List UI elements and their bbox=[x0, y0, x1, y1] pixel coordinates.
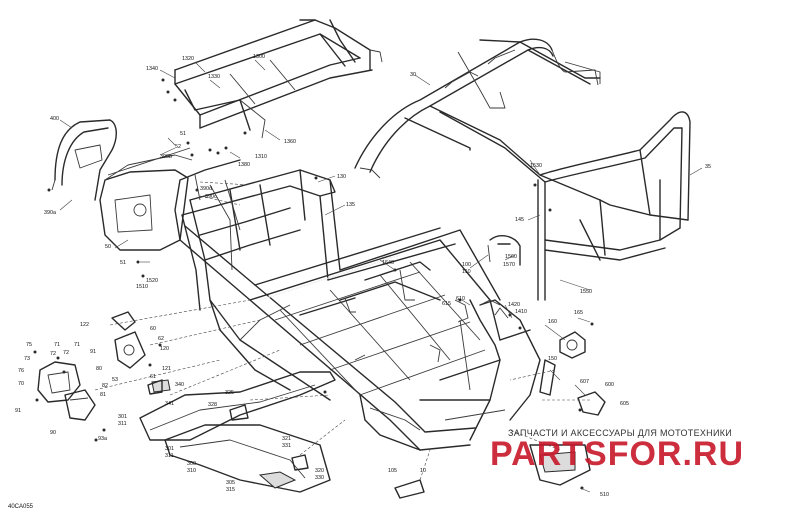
leader-lines bbox=[59, 59, 703, 493]
callout-331: 331 bbox=[282, 443, 291, 449]
callout-1570: 1570 bbox=[503, 262, 515, 268]
front-fascia-plate bbox=[99, 147, 193, 251]
callout-390a: 390a bbox=[44, 210, 56, 216]
callout-80: 80 bbox=[96, 366, 102, 372]
callout-52: 52 bbox=[175, 144, 181, 150]
callout-605: 605 bbox=[620, 401, 629, 407]
watermark-tagline: ЗАПЧАСТИ И АКСЕССУАРЫ ДЛЯ МОТОТЕХНИКИ bbox=[508, 428, 732, 438]
watermark: ЗАПЧАСТИ И АКСЕССУАРЫ ДЛЯ МОТОТЕХНИКИ PA… bbox=[490, 428, 744, 473]
watermark-brand: PARTSFOR.RU bbox=[490, 435, 744, 473]
callout-390c: 390c bbox=[205, 194, 217, 200]
callout-93a: 93a bbox=[98, 436, 107, 442]
callout-320: 320 bbox=[315, 468, 324, 474]
main-chassis bbox=[174, 159, 541, 451]
callout-122: 122 bbox=[80, 322, 89, 328]
callout-71: 71 bbox=[54, 342, 60, 348]
callout-310: 310 bbox=[187, 468, 196, 474]
callout-311-lower: 311 bbox=[165, 453, 174, 459]
callout-390b: 390b bbox=[160, 154, 172, 160]
callout-1300: 1300 bbox=[253, 54, 265, 60]
callout-510: 510 bbox=[600, 492, 609, 498]
callout-165: 165 bbox=[574, 310, 583, 316]
callout-76: 76 bbox=[18, 368, 24, 374]
callout-301: 301 bbox=[118, 414, 127, 420]
callout-90: 90 bbox=[50, 430, 56, 436]
callout-121: 121 bbox=[162, 366, 171, 372]
rear-rack-assembly bbox=[174, 19, 383, 139]
callout-160: 160 bbox=[548, 319, 557, 325]
callout-labels: 1340 1320 1330 1300 1360 1310 1380 30 40… bbox=[15, 54, 711, 498]
callout-1410: 1410 bbox=[515, 309, 527, 315]
callout-82: 82 bbox=[102, 383, 108, 389]
callout-1510: 1510 bbox=[136, 284, 148, 290]
callout-301-lower: 301 bbox=[165, 446, 174, 452]
roll-cage bbox=[354, 38, 691, 301]
callout-72: 72 bbox=[50, 351, 56, 357]
callout-311: 311 bbox=[118, 421, 127, 427]
callout-51-lower: 51 bbox=[120, 260, 126, 266]
callout-1310: 1310 bbox=[255, 154, 267, 160]
callout-130: 130 bbox=[337, 174, 346, 180]
callout-91-lower: 91 bbox=[15, 408, 21, 414]
callout-600: 600 bbox=[605, 382, 614, 388]
callout-1550: 1550 bbox=[580, 289, 592, 295]
callout-61: 61 bbox=[150, 374, 156, 380]
floor-accessory bbox=[394, 479, 425, 499]
callout-305: 305 bbox=[226, 480, 235, 486]
callout-10: 10 bbox=[420, 468, 426, 474]
callout-1520: 1520 bbox=[146, 278, 158, 284]
callout-53: 53 bbox=[112, 377, 118, 383]
callout-1380: 1380 bbox=[238, 162, 250, 168]
callout-110: 110 bbox=[462, 269, 471, 275]
callout-400: 400 bbox=[50, 116, 59, 122]
callout-328: 328 bbox=[208, 402, 217, 408]
callout-51: 51 bbox=[180, 131, 186, 137]
callout-62: 62 bbox=[158, 336, 164, 342]
callout-1640: 1640 bbox=[382, 260, 394, 266]
callout-72-right: 72 bbox=[63, 350, 69, 356]
callout-73: 73 bbox=[24, 356, 30, 362]
callout-1320: 1320 bbox=[182, 56, 194, 62]
callout-1360: 1360 bbox=[284, 139, 296, 145]
callout-1330: 1330 bbox=[208, 74, 220, 80]
callout-50: 50 bbox=[105, 244, 111, 250]
callout-325: 325 bbox=[225, 390, 234, 396]
callout-120: 120 bbox=[160, 346, 169, 352]
callout-91: 91 bbox=[90, 349, 96, 355]
callout-1560: 1560 bbox=[505, 254, 517, 260]
callout-100: 100 bbox=[462, 262, 471, 268]
front-left-bracket-assembly bbox=[37, 361, 96, 421]
callout-321: 321 bbox=[282, 436, 291, 442]
callout-60: 60 bbox=[150, 326, 156, 332]
callout-35: 35 bbox=[705, 164, 711, 170]
callout-340: 340 bbox=[175, 382, 184, 388]
figure-code: 40CA055 bbox=[8, 504, 34, 510]
callout-30: 30 bbox=[410, 72, 416, 78]
rocker-trim bbox=[139, 371, 336, 441]
callout-390d: 390d bbox=[200, 186, 212, 192]
mid-brackets bbox=[147, 379, 309, 471]
callout-135: 135 bbox=[346, 202, 355, 208]
callout-615: 615 bbox=[442, 301, 451, 307]
callout-610: 610 bbox=[456, 296, 465, 302]
callout-1340: 1340 bbox=[146, 66, 158, 72]
callout-1420: 1420 bbox=[508, 302, 520, 308]
callout-315: 315 bbox=[226, 487, 235, 493]
callout-330: 330 bbox=[315, 475, 324, 481]
front-grille bbox=[51, 119, 117, 201]
callout-300: 300 bbox=[187, 461, 196, 467]
rear-right-assemblies bbox=[454, 299, 606, 486]
callout-105: 105 bbox=[388, 468, 397, 474]
callout-1530: 1530 bbox=[530, 163, 542, 169]
callout-75: 75 bbox=[26, 342, 32, 348]
callout-607: 607 bbox=[580, 379, 589, 385]
callout-71-right: 71 bbox=[74, 342, 80, 348]
callout-150: 150 bbox=[548, 356, 557, 362]
callout-81: 81 bbox=[100, 392, 106, 398]
callout-145: 145 bbox=[515, 217, 524, 223]
callout-70: 70 bbox=[18, 381, 24, 387]
callout-341: 341 bbox=[165, 401, 174, 407]
